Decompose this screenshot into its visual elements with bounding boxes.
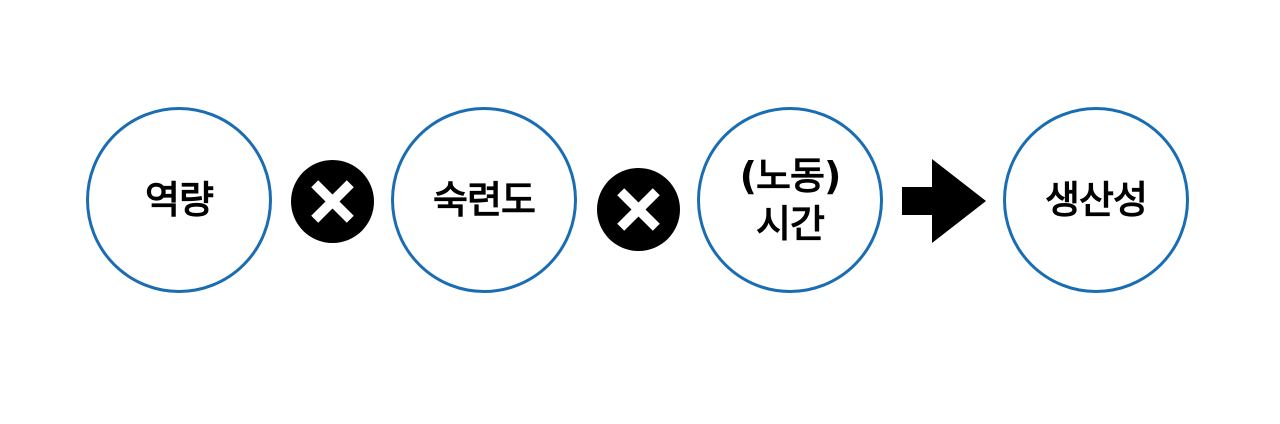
node-productivity-label: 생산성 (1045, 178, 1148, 222)
arrow-right-icon (902, 159, 986, 243)
node-labor-time: (노동) 시간 (697, 107, 883, 293)
node-productivity: 생산성 (1003, 107, 1189, 293)
node-labor-time-label: (노동) 시간 (739, 154, 842, 246)
multiply-icon (597, 168, 680, 251)
node-proficiency-label: 숙련도 (433, 178, 536, 222)
node-proficiency: 숙련도 (391, 107, 577, 293)
node-competency: 역량 (86, 107, 272, 293)
multiply-icon (291, 160, 374, 243)
node-competency-label: 역량 (145, 178, 214, 222)
